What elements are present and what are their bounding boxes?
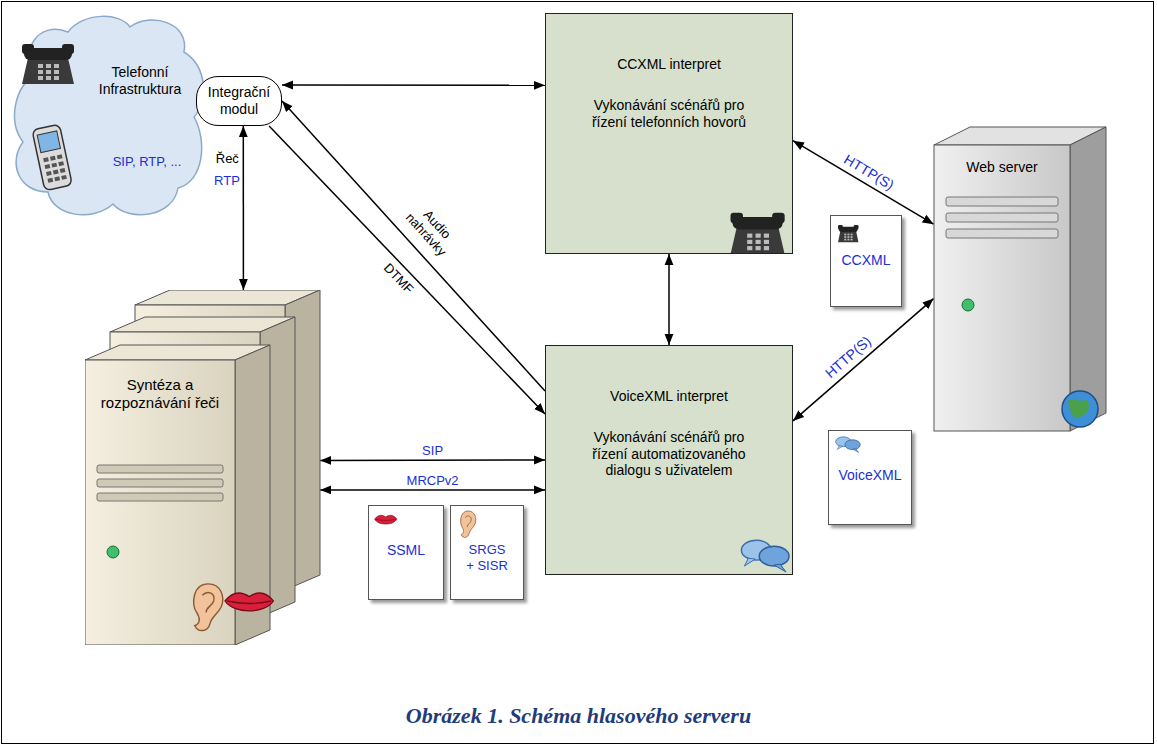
figure-caption: Obrázek 1. Schéma hlasového serveru	[0, 703, 1157, 729]
connector-arrow	[793, 299, 934, 421]
cloud-shape	[8, 12, 208, 222]
edge-label: Audio nahrávky	[395, 192, 468, 268]
connector-arrow	[668, 254, 670, 345]
edge-label: DTMF	[378, 259, 417, 298]
edge-label: Řeč	[214, 151, 241, 166]
node-text: VoiceXML interpret	[610, 388, 728, 405]
node-text: CCXML	[841, 252, 890, 269]
node-text: SRGS + SISR	[465, 542, 509, 573]
phone-icon	[546, 14, 792, 253]
document-box: SSML	[368, 505, 444, 600]
signal-label: RTP	[214, 174, 240, 189]
connector-arrow	[282, 101, 545, 391]
connector-arrow	[320, 489, 545, 491]
node-text: Telefonní Infrastruktura	[80, 64, 200, 98]
connector-arrow	[282, 84, 545, 86]
node-text: Integrační modul	[203, 84, 275, 118]
document-box: CCXML	[830, 215, 902, 307]
node-text: SSML	[387, 542, 425, 559]
edge-label: MRCPv2	[405, 473, 461, 488]
node-text: SIP, RTP, ...	[92, 154, 202, 170]
illustration	[546, 14, 792, 253]
illustration	[8, 12, 208, 222]
node-text: Syntéza a rozpoznávání řeči	[91, 376, 229, 412]
server-stack	[85, 290, 325, 645]
edge-label: SIP	[420, 444, 445, 459]
connector-arrow	[793, 141, 934, 225]
node-text: CCXML interpret	[617, 56, 721, 73]
document-box: SRGS + SISR	[450, 505, 524, 600]
illustration	[85, 290, 325, 645]
cloud-region: Telefonní InfrastrukturaSIP, RTP, ...	[8, 12, 208, 222]
document-box: VoiceXML	[828, 430, 912, 525]
process-box: CCXML interpretVykonávání scénářů pro ří…	[545, 13, 793, 254]
node-text: Vykonávání scénářů pro řízení automatizo…	[584, 429, 754, 479]
server-node: Syntéza a rozpoznávání řeči	[85, 290, 325, 645]
edge-label: HTTP(S)	[840, 150, 899, 194]
connector-arrow	[243, 126, 245, 290]
module-box: Integrační modul	[196, 76, 282, 126]
server-node: Web server	[930, 125, 1110, 435]
process-box: VoiceXML interpretVykonávání scénářů pro…	[545, 345, 793, 575]
connector-arrow	[320, 459, 545, 461]
node-text: Vykonávání scénářů pro řízení telefonníc…	[589, 97, 749, 131]
node-text: Web server	[938, 159, 1066, 176]
node-text: VoiceXML	[838, 467, 901, 484]
